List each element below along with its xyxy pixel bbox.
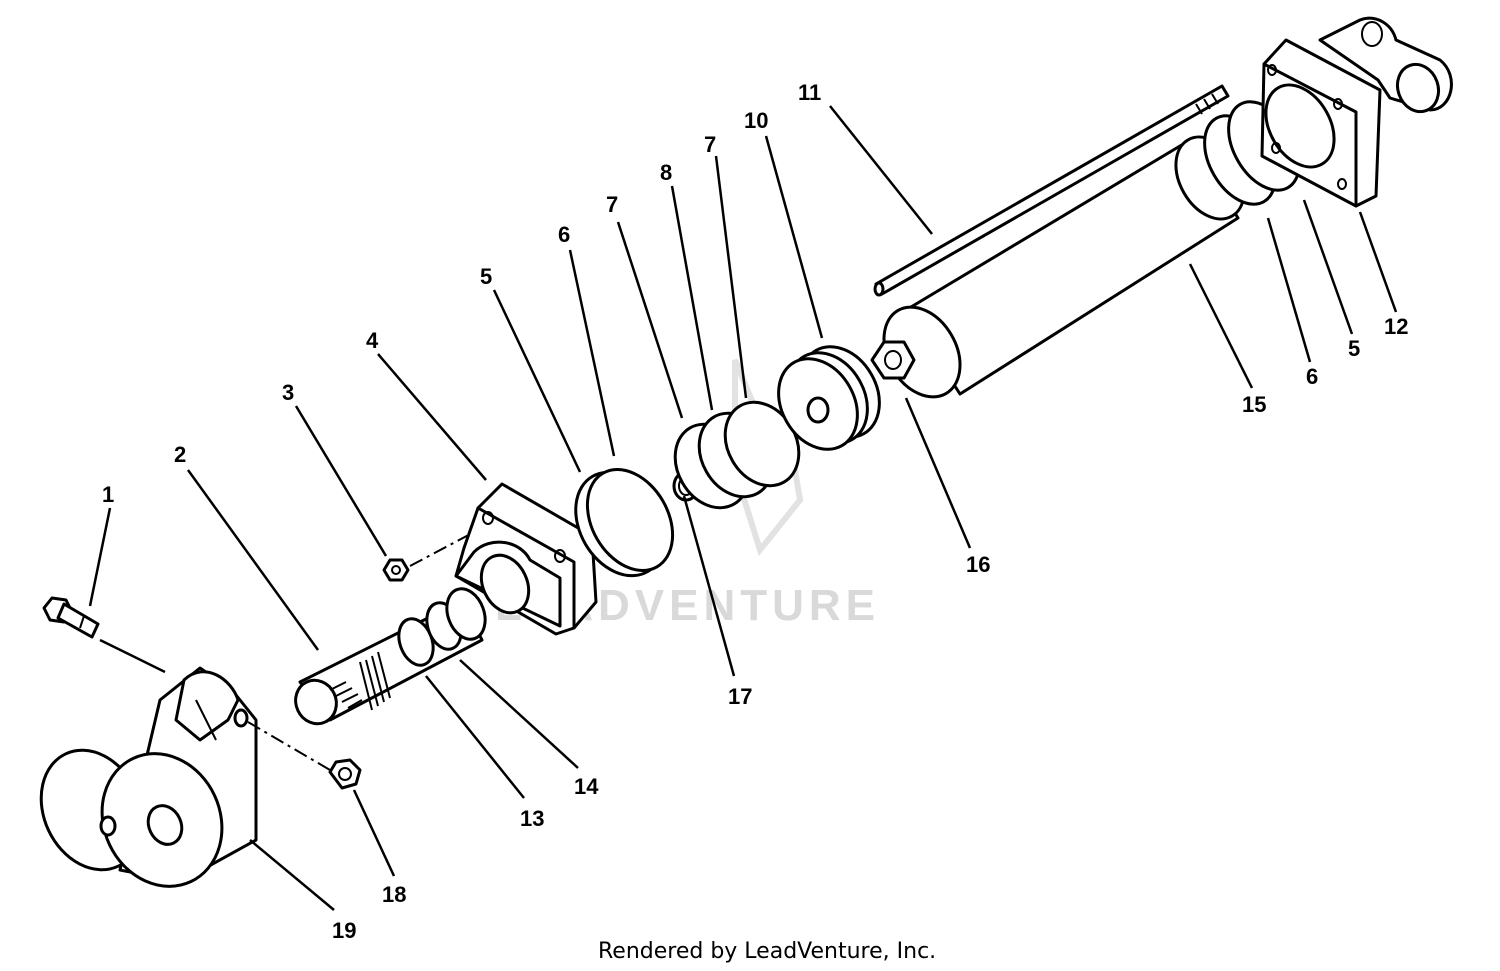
bolt-axis-line xyxy=(99,638,166,674)
part-11-tie-rod[interactable] xyxy=(873,84,1230,297)
part-3-nut[interactable] xyxy=(382,558,410,582)
part-19-clevis[interactable] xyxy=(22,666,258,906)
callout-15: 15 xyxy=(1242,392,1266,417)
callout-4: 4 xyxy=(366,328,379,353)
part-10-piston[interactable] xyxy=(763,332,895,463)
callout-8: 8 xyxy=(660,160,672,185)
callout-6-left: 6 xyxy=(558,222,570,247)
callout-2: 2 xyxy=(174,442,186,467)
callout-16: 16 xyxy=(966,552,990,577)
credit-text: Rendered by LeadVenture, Inc. xyxy=(598,939,936,964)
callout-3: 3 xyxy=(282,380,294,405)
part-1-bolt[interactable] xyxy=(42,596,100,639)
part-12-end-cap[interactable] xyxy=(1252,16,1453,208)
callout-labels: 1 2 3 4 5 6 7 8 7 10 11 12 5 6 15 16 17 … xyxy=(102,80,1408,943)
part-16-piston-nut[interactable] xyxy=(870,340,916,380)
callout-7-left: 7 xyxy=(606,192,618,217)
callout-6-right: 6 xyxy=(1306,364,1318,389)
callout-5-left: 5 xyxy=(480,264,492,289)
callout-7-right: 7 xyxy=(704,132,716,157)
callout-13: 13 xyxy=(520,806,544,831)
callout-17: 17 xyxy=(728,684,752,709)
callout-10: 10 xyxy=(744,108,768,133)
nut-axis-line-lower xyxy=(247,721,331,771)
callout-14: 14 xyxy=(574,774,599,799)
part-18-nut[interactable] xyxy=(328,758,362,790)
leader-lines xyxy=(88,105,1398,911)
callout-18: 18 xyxy=(382,882,406,907)
callout-19: 19 xyxy=(332,918,356,943)
callout-12: 12 xyxy=(1384,314,1408,339)
part-4-gland[interactable] xyxy=(454,482,598,636)
callout-1: 1 xyxy=(102,482,114,507)
part-6-backup-ring-left[interactable] xyxy=(570,454,690,586)
callout-5-right: 5 xyxy=(1348,336,1360,361)
part-14-rod-seal[interactable] xyxy=(421,583,492,654)
callout-11: 11 xyxy=(798,80,821,105)
